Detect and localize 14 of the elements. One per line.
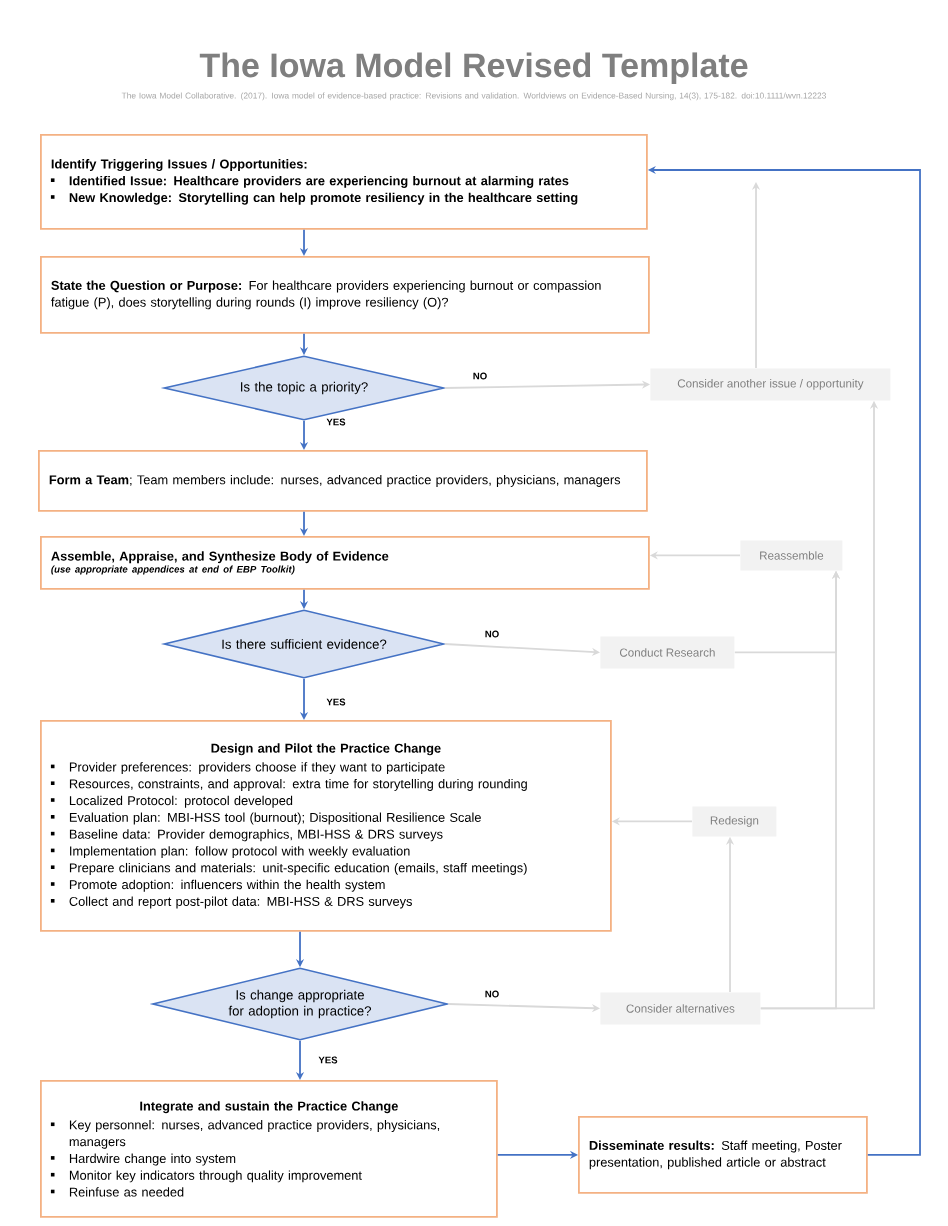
process-box xyxy=(40,720,612,932)
action-box xyxy=(650,368,891,401)
process-box xyxy=(40,256,650,334)
process-box xyxy=(578,1116,868,1194)
action-box xyxy=(692,806,777,837)
arrow xyxy=(443,380,650,389)
action-box xyxy=(600,992,761,1025)
process-box xyxy=(40,1080,498,1218)
action-box xyxy=(740,540,843,571)
process-box xyxy=(38,450,648,512)
process-box xyxy=(40,134,648,230)
process-box xyxy=(40,536,650,590)
action-box xyxy=(600,636,735,669)
title: The Iowa Model Revised Template xyxy=(199,52,748,85)
